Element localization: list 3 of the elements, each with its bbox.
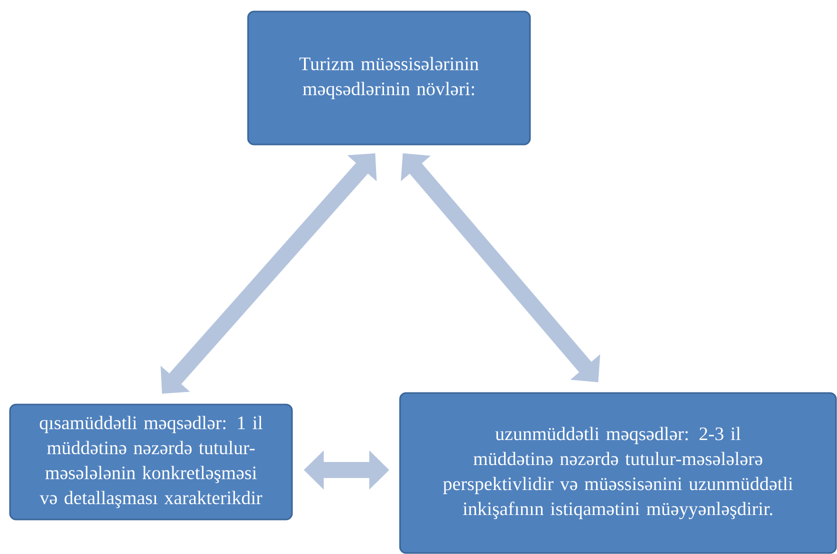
process-box: Turizm müəssisələrinin məqsədlərinin növləri: [247, 10, 531, 146]
process-box: uzunmüddətli məqsədlər: 2-3 il müddətinə nəzərdə tutulur-məsələlərə perspektivlidir və müəssisənini uzunmüddətli inkişafının istiqamətini müəyyənləşdirir. [399, 392, 837, 554]
process-box: qısamüddətli məqsədlər: 1 il müddətinə nəzərdə tutulur-məsələlənin konkretləşməsi və detallaşması xarakterikdir [9, 404, 293, 520]
